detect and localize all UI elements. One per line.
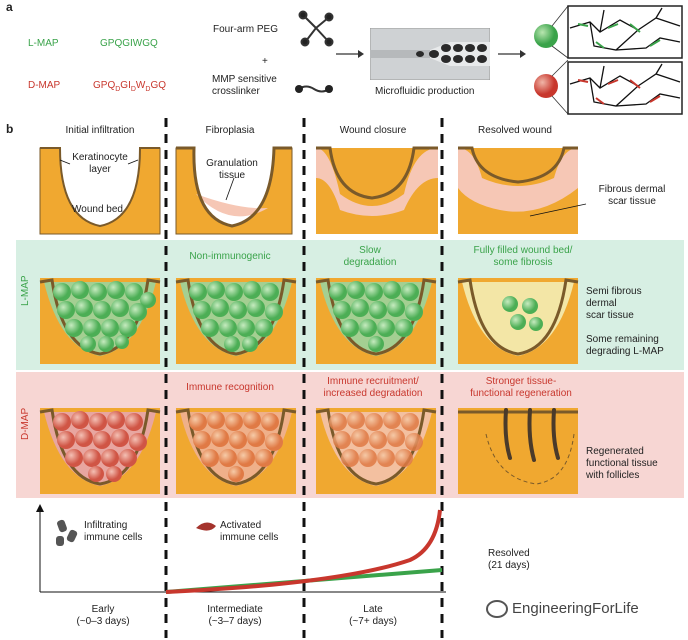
wound-bed-label: Wound bed bbox=[72, 204, 123, 215]
wound-row-top bbox=[39, 146, 587, 235]
timeline-chart bbox=[36, 504, 446, 594]
dmap-sequence: GPQDGIDWDGQ bbox=[93, 80, 166, 93]
arrow-right-icon-2 bbox=[498, 50, 526, 58]
wechat-icon bbox=[486, 600, 508, 619]
lmap-c4-text: Fully filled wound bed/some fibrosis bbox=[473, 245, 573, 268]
four-arm-peg-icon bbox=[298, 10, 334, 47]
column-dividers bbox=[164, 118, 444, 638]
watermark-text: EngineeringForLife bbox=[512, 600, 639, 617]
map-particles-icon bbox=[534, 5, 683, 115]
phase-late: Late(~7+ days) bbox=[349, 604, 397, 627]
panel-a-letter: a bbox=[6, 0, 13, 14]
column-title-fibroplasia: Fibroplasia bbox=[205, 125, 255, 136]
dmap-label: D-MAP bbox=[28, 80, 61, 91]
plus-sign: + bbox=[262, 56, 268, 67]
dmap-c2-text: Immune recognition bbox=[186, 382, 274, 393]
microfluidic-image bbox=[370, 28, 490, 80]
resolved-label: Resolved(21 days) bbox=[488, 548, 530, 571]
panel-b-letter: b bbox=[6, 122, 14, 136]
arrow-right-icon bbox=[336, 50, 364, 58]
dmap-c3-text: Immune recruitment/increased degradation bbox=[323, 376, 423, 399]
phase-early: Early(~0–3 days) bbox=[76, 604, 130, 627]
dmap-c4-text: Stronger tissue-functional regeneration bbox=[470, 376, 572, 399]
watermark: EngineeringForLife bbox=[486, 600, 639, 619]
column-title-wound-closure: Wound closure bbox=[339, 125, 407, 136]
crosslinker-icon bbox=[295, 85, 333, 93]
lmap-wound-row bbox=[39, 278, 579, 364]
phase-intermediate: Intermediate(~3–7 days) bbox=[207, 604, 263, 627]
lmap-label: L-MAP bbox=[28, 38, 59, 49]
column-title-initial: Initial infiltration bbox=[65, 125, 135, 136]
lmap-sequence: GPQGIWGQ bbox=[100, 38, 158, 49]
peg-label: Four-arm PEG bbox=[213, 24, 279, 35]
dmap-wound-row bbox=[39, 408, 578, 494]
lmap-c2-text: Non-immunogenic bbox=[189, 251, 271, 262]
microfluidic-label: Microfluidic production bbox=[375, 86, 475, 97]
column-title-resolved: Resolved wound bbox=[478, 125, 552, 136]
